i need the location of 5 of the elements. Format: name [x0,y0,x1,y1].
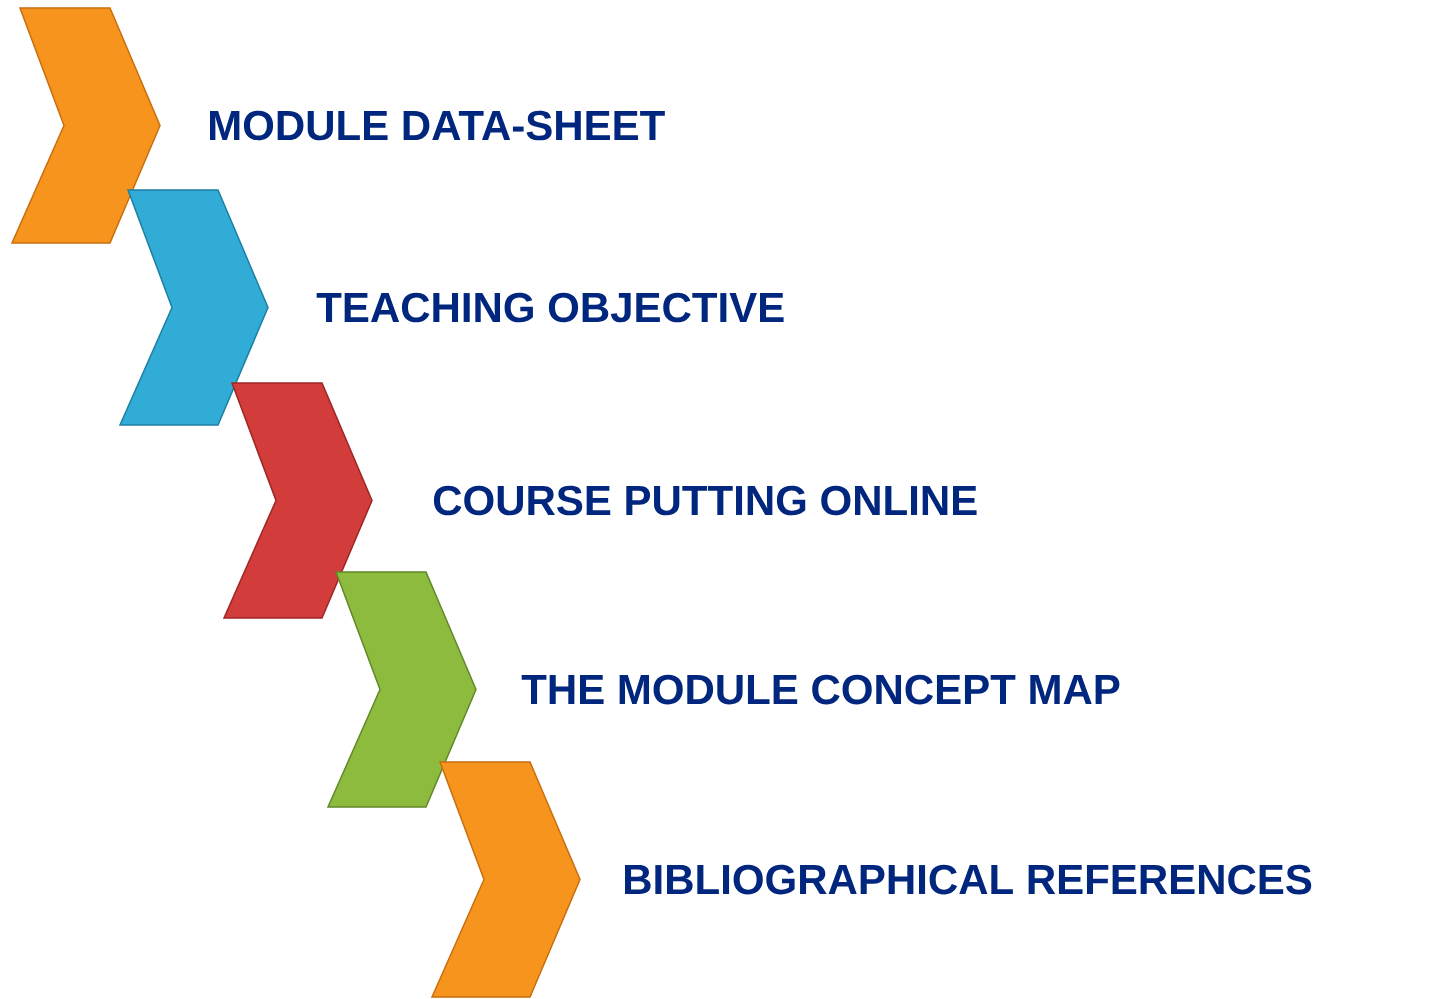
step-label: BIBLIOGRAPHICAL REFERENCES [625,864,1312,895]
step-label: COURSE PUTTING ONLINE [433,485,977,516]
step-label: TEACHING OBJECTIVE [316,292,784,323]
step-label: MODULE DATA-SHEET [210,110,665,141]
step-label: THE MODULE CONCEPT MAP [521,674,1120,705]
